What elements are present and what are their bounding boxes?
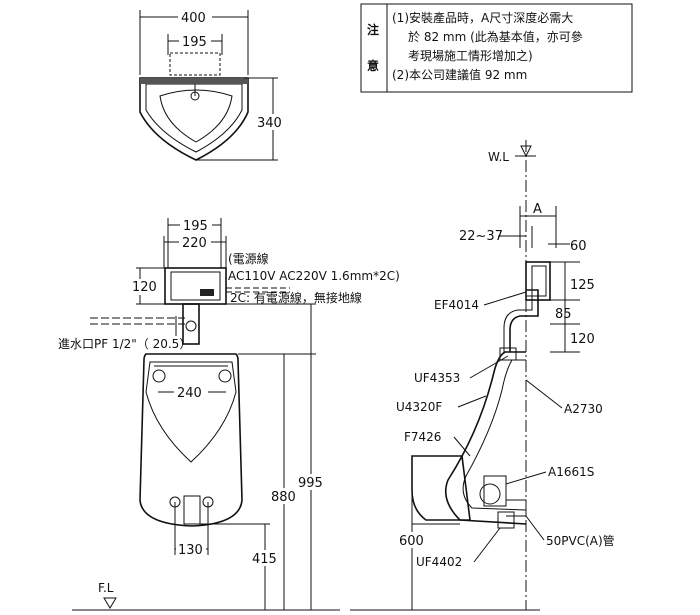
front-995-dim: 995 bbox=[298, 476, 323, 491]
part-label: UF4402 bbox=[416, 555, 462, 569]
front-240-dim: 240 bbox=[177, 386, 202, 401]
front-view: 195 220 120 (電源線 AC110V AC220V 1.6mm*2C)… bbox=[58, 218, 400, 611]
side-60-dim: 60 bbox=[570, 239, 587, 254]
side-a-dim: A bbox=[533, 202, 542, 217]
part-label: U4320F bbox=[396, 400, 442, 414]
front-880-dim: 880 bbox=[271, 490, 296, 505]
top-view: 400 195 340 bbox=[139, 10, 288, 161]
note-heading-bottom: 意 bbox=[367, 58, 379, 73]
floor-label: F.L bbox=[98, 581, 114, 595]
power-note-3: 2C: 有電源線，無接地線 bbox=[230, 290, 362, 305]
side-view: W.L A 22~37 60 125 85 120 bbox=[350, 140, 615, 611]
wall-line-label: W.L bbox=[488, 150, 509, 164]
top-inner-dim: 195 bbox=[182, 35, 207, 50]
side-600-dim: 600 bbox=[399, 534, 424, 549]
side-85-dim: 85 bbox=[555, 307, 572, 322]
side-125-dim: 125 bbox=[570, 278, 595, 293]
part-label: 50PVC(A)管 bbox=[546, 533, 615, 548]
part-label: F7426 bbox=[404, 430, 441, 444]
note-line-1: (1)安裝產品時，A尺寸深度必需大 bbox=[392, 10, 573, 25]
note-heading-top: 注 bbox=[367, 22, 379, 37]
part-label: A2730 bbox=[564, 402, 603, 416]
part-label: UF4353 bbox=[414, 371, 460, 385]
front-195-dim: 195 bbox=[183, 219, 208, 234]
side-22-37-dim: 22~37 bbox=[459, 229, 503, 244]
top-width-dim: 400 bbox=[181, 11, 206, 26]
front-130-dim: 130 bbox=[178, 543, 203, 558]
note-line-3: 考現場施工情形增加之) bbox=[408, 49, 533, 63]
power-note-1: (電源線 bbox=[228, 251, 269, 266]
power-note-2: AC110V AC220V 1.6mm*2C) bbox=[228, 269, 400, 283]
part-label: EF4014 bbox=[434, 298, 479, 312]
note-line-2: 於 82 mm (此為基本值，亦可參 bbox=[408, 29, 583, 44]
top-depth-dim: 340 bbox=[257, 116, 282, 131]
side-120-dim: 120 bbox=[570, 332, 595, 347]
note-line-4: (2)本公司建議值 92 mm bbox=[392, 67, 527, 82]
part-label: A1661S bbox=[548, 465, 594, 479]
front-120-dim: 120 bbox=[132, 280, 157, 295]
front-415-dim: 415 bbox=[252, 552, 277, 567]
inlet-label: 進水口PF 1/2"（ 20.5） bbox=[58, 337, 191, 351]
note-box: 注 意 (1)安裝產品時，A尺寸深度必需大 於 82 mm (此為基本值，亦可參… bbox=[360, 3, 633, 93]
front-220-dim: 220 bbox=[182, 236, 207, 251]
